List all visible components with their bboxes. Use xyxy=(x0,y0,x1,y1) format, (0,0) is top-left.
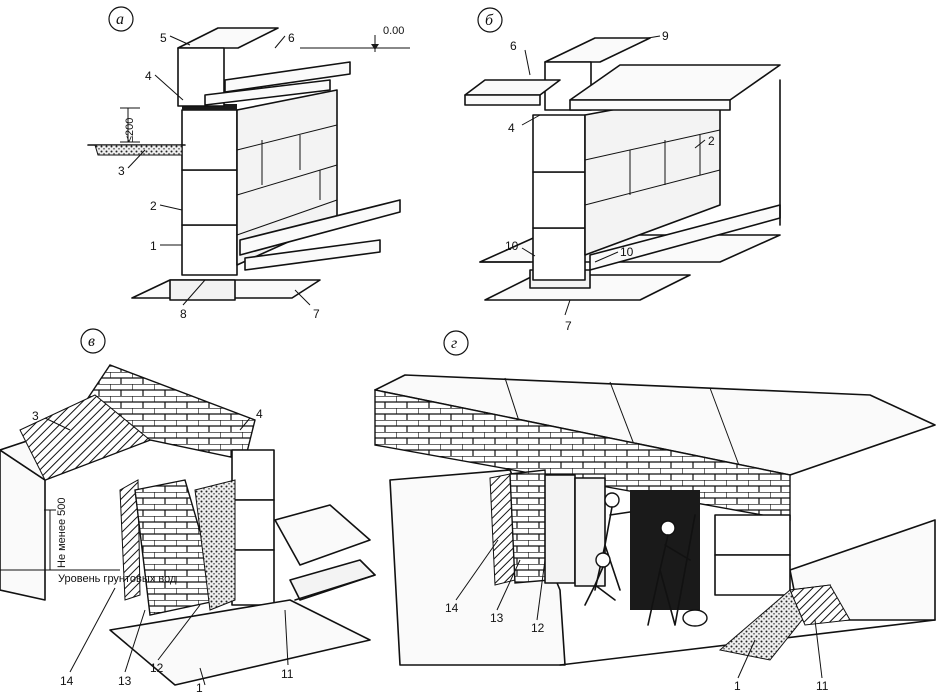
panel-b-title: б xyxy=(485,12,494,29)
label-a-6: 6 xyxy=(288,31,295,45)
foundation-block-b1 xyxy=(532,227,586,281)
block-column-v2 xyxy=(231,499,275,551)
block-column-v1 xyxy=(231,449,275,501)
label-b-10-right: 10 xyxy=(620,245,634,259)
block-column-g2 xyxy=(714,554,791,596)
label-v-3: 3 xyxy=(32,409,39,423)
label-v-4: 4 xyxy=(256,407,263,421)
mortar-bed xyxy=(182,104,237,110)
soil-slope-v xyxy=(19,394,151,481)
label-b-4: 4 xyxy=(508,121,515,135)
foundation-block-3 xyxy=(181,109,238,171)
label-a-1: 1 xyxy=(150,239,157,253)
panel-a-title: а xyxy=(116,11,124,28)
panel-v-title: в xyxy=(88,333,95,350)
panel-b: б 6 9 4 2 10 10 7 xyxy=(464,7,781,333)
wall-cap-block xyxy=(177,27,279,49)
label-b-9: 9 xyxy=(662,29,669,43)
label-b-10-left: 10 xyxy=(505,239,519,253)
label-g-11: 11 xyxy=(816,679,829,693)
workers-g xyxy=(584,492,708,627)
foundation-block-1 xyxy=(181,224,238,276)
label-g-12: 12 xyxy=(531,621,545,635)
label-v-11: 11 xyxy=(281,667,294,681)
fill-v xyxy=(194,479,236,611)
panel-b-circle: б xyxy=(477,7,503,33)
top-block-b xyxy=(544,37,651,63)
label-a-8: 8 xyxy=(180,307,187,321)
label-a-3: 3 xyxy=(118,164,125,178)
panel-v-circle: в xyxy=(80,328,106,354)
ceiling-slab-a2 xyxy=(204,79,331,106)
foundation-block-2 xyxy=(181,169,238,226)
panel-g-title: г xyxy=(451,335,457,352)
floor-slab-a2 xyxy=(244,239,381,271)
panel-v: в 3 4 14 13 12 1 11 Не менее 500 Уровень… xyxy=(0,328,376,695)
panel-a-circle: а xyxy=(108,6,134,32)
label-b-6: 6 xyxy=(510,39,517,53)
label-g-14: 14 xyxy=(445,601,459,615)
panel-g-circle: г xyxy=(443,330,469,356)
groundwater-label-v: Уровень грунтовых вод xyxy=(58,573,177,585)
drain-g xyxy=(789,584,851,626)
label-a-5: 5 xyxy=(160,31,167,45)
footing-block xyxy=(169,279,236,301)
soil-a xyxy=(94,144,183,156)
block-column-v3 xyxy=(231,549,275,606)
ceiling-slab-b-right xyxy=(569,64,781,101)
label-a-4: 4 xyxy=(145,69,152,83)
label-g-1: 1 xyxy=(734,679,741,693)
ceiling-slab-a xyxy=(224,61,351,93)
side-ground-v xyxy=(274,504,371,566)
panel-strip-g2 xyxy=(574,477,606,587)
ceiling-slab-b-right-edge xyxy=(569,99,731,111)
label-v-12: 12 xyxy=(150,661,164,675)
label-a-7: 7 xyxy=(313,307,320,321)
panel-a: а 5 6 4 3 2 1 8 7 0.00 ≤200 xyxy=(87,6,410,321)
level-mark-a: 0.00 xyxy=(383,25,404,37)
foundation-block-b3 xyxy=(532,114,586,173)
drain-channel-v xyxy=(289,559,376,601)
foundation-block-b2 xyxy=(532,171,586,229)
waterproof-layer-v xyxy=(119,479,141,601)
dim-label-a: ≤200 xyxy=(124,118,136,142)
panel-g: г 14 13 12 1 11 xyxy=(374,330,936,693)
floor-slab-a xyxy=(239,199,401,256)
block-column-g1 xyxy=(714,514,791,556)
panel-strip-g1 xyxy=(544,474,576,584)
dim-label-v: Не менее 500 xyxy=(56,497,68,568)
label-b-2: 2 xyxy=(708,134,715,148)
floor-v xyxy=(109,599,371,686)
ceiling-slab-b-left-edge xyxy=(464,94,541,106)
label-v-13: 13 xyxy=(118,674,132,688)
label-a-2: 2 xyxy=(150,199,157,213)
label-g-13: 13 xyxy=(490,611,504,625)
label-b-7: 7 xyxy=(565,319,572,333)
label-v-14: 14 xyxy=(60,674,74,688)
label-v-1: 1 xyxy=(196,681,203,695)
